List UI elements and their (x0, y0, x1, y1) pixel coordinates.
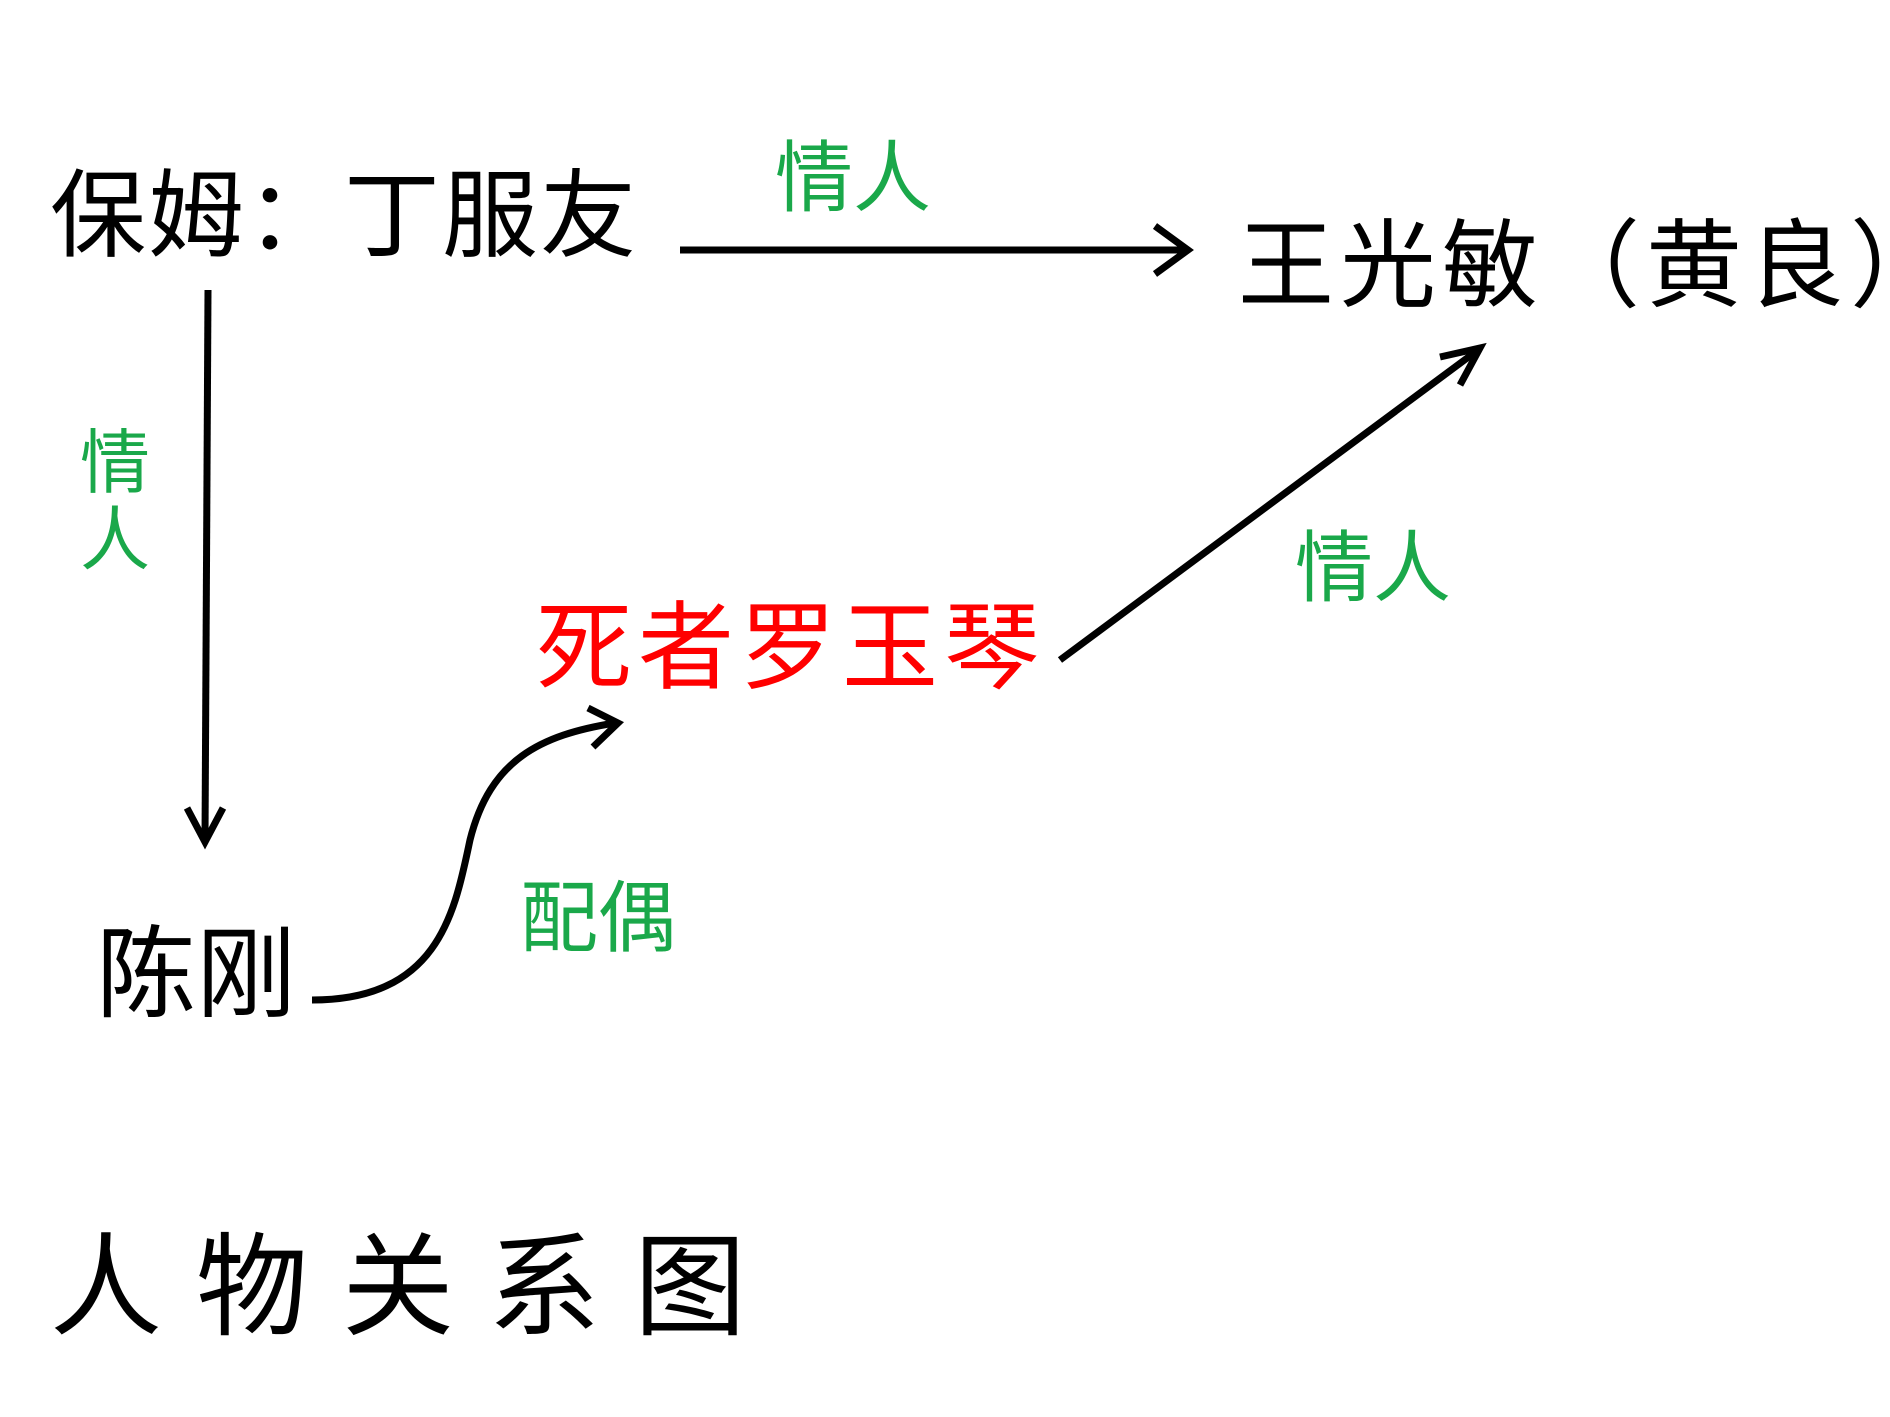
arrowhead-nanny-to-wang (1152, 223, 1194, 277)
edge-label-nanny-chen: 情人 (80, 422, 150, 581)
node-nanny-ding-fuyou: 保姆：丁服友 (50, 160, 638, 272)
arrowhead-chen-to-victim (586, 704, 625, 750)
edge-label-nanny-wang: 情人 (775, 134, 932, 224)
arrowhead-nanny-to-chen (183, 806, 227, 850)
node-victim-luo-yuqin: 死者罗玉琴 (536, 592, 1046, 704)
arrow-chen-to-victim (311, 719, 616, 1004)
arrowhead-victim-to-wang (1439, 342, 1487, 387)
arrow-victim-to-wang (1057, 347, 1481, 663)
diagram-title: 人物关系图 (50, 1223, 780, 1353)
edge-label-victim-wang: 情人 (1295, 524, 1452, 614)
node-wang-guangmin: 王光敏（黄良） (1238, 210, 1890, 322)
node-chen-gang: 陈刚 (96, 916, 296, 1033)
arrow-nanny-to-chen (201, 289, 212, 841)
edge-label-chen-victim: 配偶 (520, 874, 677, 964)
